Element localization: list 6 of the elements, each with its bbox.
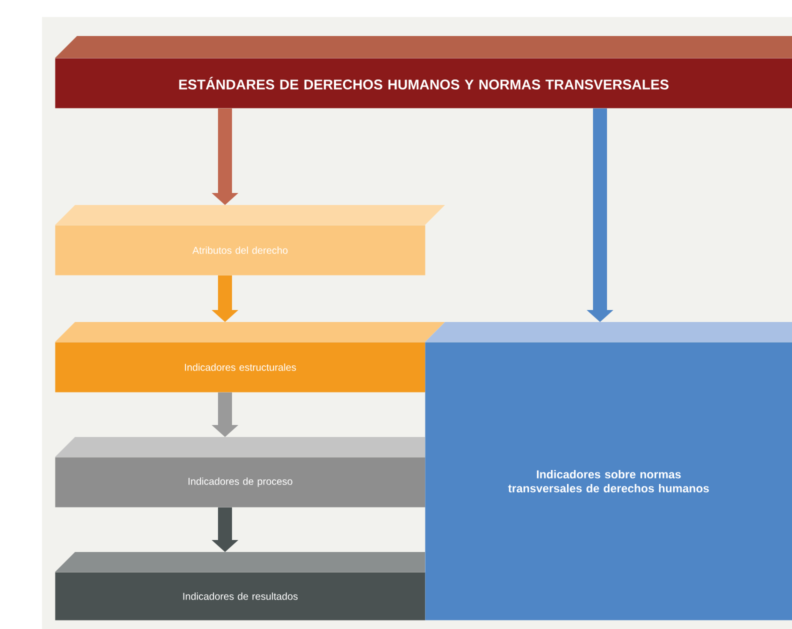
level-box: Indicadores estructurales bbox=[55, 322, 445, 392]
level-box: Indicadores de proceso bbox=[55, 437, 426, 508]
header-bar: ESTÁNDARES DE DERECHOS HUMANOS Y NORMAS TRANSVERSALES bbox=[55, 36, 792, 108]
indicator-panel: Indicadores sobre normas transversales de derechos humanos bbox=[425, 322, 792, 620]
level-box: Indicadores de resultados bbox=[55, 552, 426, 620]
level-box: Atributos del derecho bbox=[55, 205, 445, 276]
